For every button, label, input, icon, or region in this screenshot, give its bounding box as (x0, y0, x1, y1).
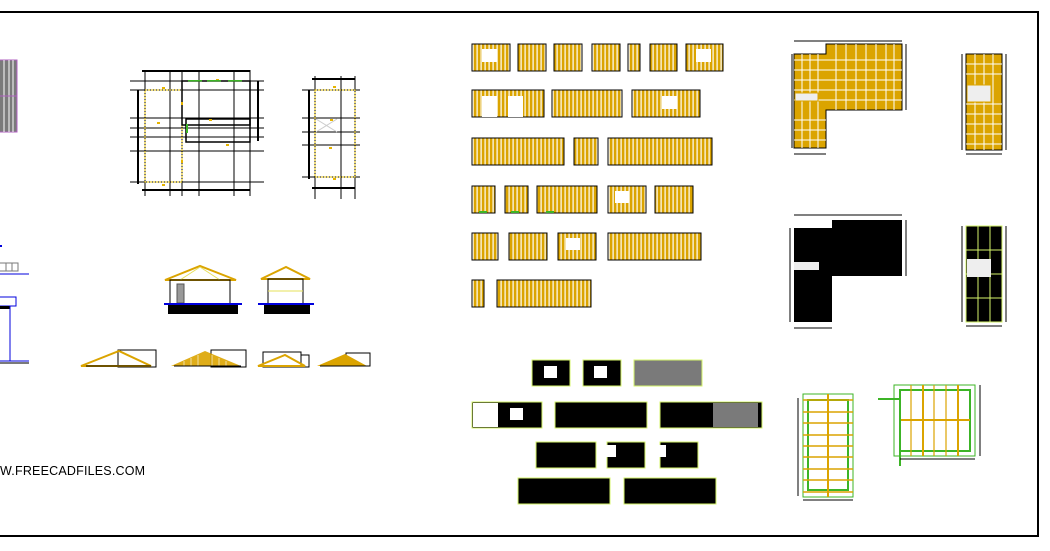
truss-detail-2 (171, 349, 247, 368)
building-section-2 (258, 265, 314, 314)
truss-detail-1 (80, 349, 157, 368)
watermark-text: W.FREECADFILES.COM (0, 464, 146, 478)
truss-detail-3 (257, 351, 310, 368)
truss-detail-4 (317, 352, 371, 367)
roof-framing-plan-main (791, 40, 907, 155)
roof-sheathing-plan-secondary (961, 225, 1007, 327)
roof-framing-plan-secondary (961, 53, 1007, 155)
roof-sheathing-plan-main (789, 214, 907, 329)
wall-sheathing-elevations (471, 359, 763, 505)
drawing-border (0, 11, 1039, 537)
side-elevation-partial (0, 245, 29, 364)
wall-frames (471, 43, 724, 308)
roof-panel-elevation (0, 59, 18, 133)
floor-plan-main (130, 70, 264, 196)
floor-plan-secondary (302, 76, 360, 199)
floor-framing-plan-1 (797, 393, 854, 501)
building-section-1 (164, 264, 242, 314)
floor-framing-plan-2 (878, 384, 981, 466)
